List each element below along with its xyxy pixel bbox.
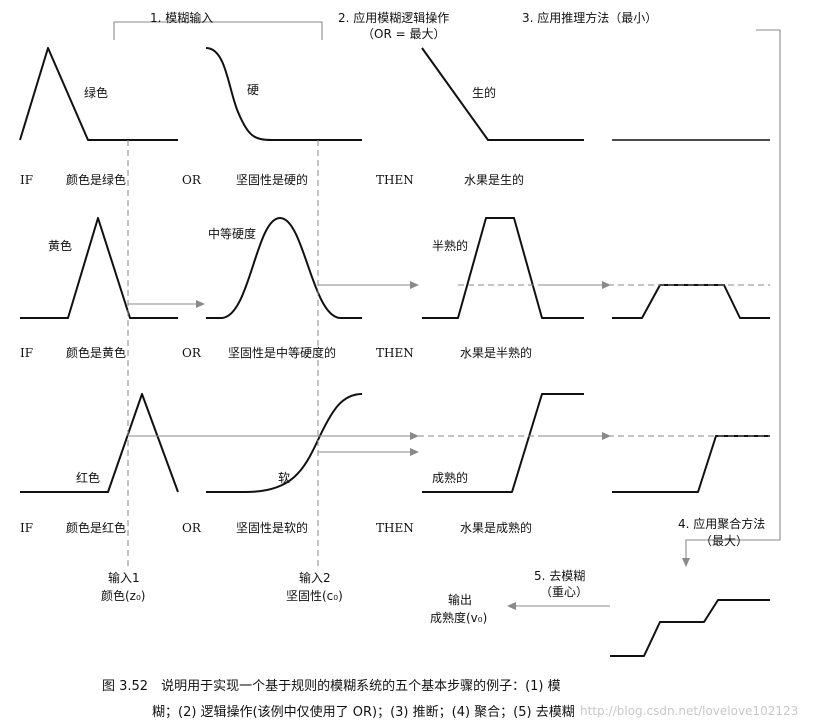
- input-1-variable: 颜色(z₀): [101, 588, 145, 603]
- rule-1-color-clause: 颜色是绿色: [66, 172, 126, 187]
- input-2-label: 输入2: [299, 570, 331, 585]
- step1-title: 1. 模糊输入: [150, 10, 213, 25]
- rule-3-color-clause: 颜色是红色: [66, 520, 126, 535]
- caption-line-2: 糊；(2) 逻辑操作(该例中仅使用了 OR)；(3) 推断；(4) 聚合；(5)…: [152, 704, 575, 720]
- input-1-label: 输入1: [108, 570, 140, 585]
- aggregation-arrow: [682, 29, 781, 567]
- rule-1-or: OR: [182, 173, 202, 187]
- rule-3-fruit-clause: 水果是成熟的: [460, 520, 532, 535]
- rule-1-fruit-clause: 水果是生的: [464, 172, 524, 187]
- mf-ripe: [422, 393, 584, 493]
- rule-2-fruit-clause: 水果是半熟的: [460, 345, 532, 360]
- mf-label-half-ripe: 半熟的: [432, 238, 468, 253]
- mf-label-hard: 硬: [247, 83, 259, 97]
- rule-1-then: THEN: [376, 173, 414, 187]
- step4-title: 4. 应用聚合方法: [678, 516, 765, 531]
- mf-medium-hard: [206, 217, 362, 319]
- rule-2-or: OR: [182, 346, 202, 360]
- aggregated-output: [610, 599, 770, 657]
- rule-2-if: IF: [20, 346, 33, 360]
- mf-yellow: [20, 217, 178, 319]
- rule-1-if: IF: [20, 173, 33, 187]
- mf-green: [19, 47, 178, 141]
- rule-2-plots: [20, 217, 770, 319]
- rule-3-if: IF: [20, 521, 33, 535]
- input-2-variable: 坚固性(c₀): [286, 589, 343, 603]
- rule-2-color-clause: 颜色是黄色: [66, 345, 126, 360]
- caption-line-1: 图 3.52 说明用于实现一个基于规则的模糊系统的五个基本步骤的例子：(1) 模: [102, 678, 561, 694]
- step5-title: 5. 去模糊: [534, 568, 585, 583]
- step4-subtitle: （最大）: [700, 534, 748, 548]
- watermark: http://blog.csdn.net/lovelove102123: [580, 704, 798, 718]
- rule-2-then: THEN: [376, 346, 414, 360]
- step3-title: 3. 应用推理方法（最小）: [522, 10, 657, 25]
- step5-subtitle: （重心）: [540, 585, 588, 599]
- aggregate-2: [612, 284, 770, 319]
- rule-1-plots: [19, 47, 770, 141]
- mf-half-ripe: [422, 217, 584, 319]
- rule-3-or: OR: [182, 521, 202, 535]
- rule-2-hard-clause: 坚固性是中等硬度的: [228, 345, 336, 360]
- step2-subtitle: （OR = 最大）: [362, 27, 445, 41]
- rule-1-hard-clause: 坚固性是硬的: [236, 172, 308, 187]
- aggregate-3: [612, 435, 770, 493]
- rule-3-hard-clause: 坚固性是软的: [236, 520, 308, 535]
- rule-3-plots: [20, 393, 770, 493]
- step2-title: 2. 应用模糊逻辑操作: [338, 10, 449, 25]
- rule-3-then: THEN: [376, 521, 414, 535]
- mf-hard: [205, 47, 362, 141]
- mf-label-unripe: 生的: [472, 85, 496, 100]
- mf-label-soft: 软: [278, 471, 290, 485]
- mf-label-ripe: 成熟的: [432, 470, 468, 485]
- mf-label-yellow: 黄色: [48, 239, 72, 253]
- step1-bracket: [113, 21, 323, 40]
- mf-soft: [206, 393, 363, 493]
- mf-label-medium-hard: 中等硬度: [208, 226, 256, 241]
- output-variable: 成熟度(v₀): [430, 610, 487, 625]
- mf-label-green: 绿色: [84, 85, 108, 100]
- mf-red: [20, 393, 179, 493]
- mf-label-red: 红色: [76, 470, 100, 485]
- mf-unripe: [421, 47, 584, 141]
- output-label: 输出: [448, 592, 472, 607]
